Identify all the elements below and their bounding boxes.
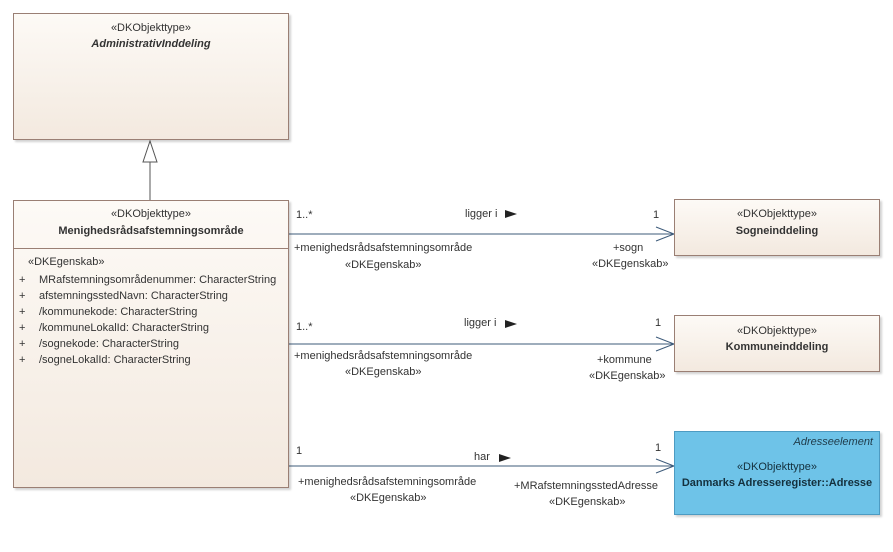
attribute-row[interactable]: + /sogneLokalId: CharacterString: [19, 352, 276, 368]
class-stereotype: «DKObjekttype»: [736, 461, 818, 473]
attribute-row[interactable]: + MRafstemningsområdenummer: CharacterStr…: [19, 272, 276, 288]
attribute-list: + MRafstemningsområdenummer: CharacterStr…: [19, 272, 276, 368]
class-name: Danmarks Adresseregister::Adresse: [681, 477, 873, 489]
attribute-visibility: +: [19, 338, 26, 350]
class-name: Sogneinddeling: [735, 225, 819, 237]
source-role-stereotype: «DKEgenskab»: [345, 366, 422, 378]
attribute-text: /sognekode: CharacterString: [39, 338, 180, 350]
attribute-text: /sogneLokalId: CharacterString: [39, 354, 191, 366]
target-multiplicity: 1: [655, 317, 662, 329]
source-multiplicity: 1: [296, 445, 303, 457]
source-role: +menighedsrådsafstemningsområde: [294, 350, 473, 362]
attribute-row[interactable]: + /kommunekode: CharacterString: [19, 304, 276, 320]
class-name: Kommuneinddeling: [725, 341, 829, 353]
generalization-arrowhead: [142, 139, 158, 163]
class-stereotype: «DKObjekttype»: [736, 208, 818, 220]
class-sogneinddeling[interactable]: «DKObjekttype» Sogneinddeling: [674, 199, 880, 256]
association-label: ligger i: [464, 317, 497, 329]
source-role: +menighedsrådsafstemningsområde: [294, 242, 473, 254]
target-role-stereotype: «DKEgenskab»: [589, 370, 666, 382]
source-role: +menighedsrådsafstemningsområde: [298, 476, 477, 488]
attribute-row[interactable]: + /kommuneLokalId: CharacterString: [19, 320, 276, 336]
class-menighedsraadsafstemningsomraade[interactable]: «DKObjekttype» Menighedsrådsafstemningso…: [13, 200, 289, 488]
attribute-visibility: +: [19, 306, 26, 318]
attribute-row[interactable]: + /sognekode: CharacterString: [19, 336, 276, 352]
source-role-stereotype: «DKEgenskab»: [345, 259, 422, 271]
target-role: +sogn: [613, 242, 644, 254]
compartment-divider: [14, 248, 288, 249]
source-multiplicity: 1..*: [296, 209, 313, 221]
attribute-row[interactable]: + afstemningsstedNavn: CharacterString: [19, 288, 276, 304]
target-multiplicity: 1: [655, 442, 662, 454]
target-role: +MRafstemningsstedAdresse: [514, 480, 658, 492]
class-administrativinddeling[interactable]: «DKObjekttype» AdministrativInddeling: [13, 13, 289, 140]
class-kommuneinddeling[interactable]: «DKObjekttype» Kommuneinddeling: [674, 315, 880, 372]
association-label: har: [474, 451, 490, 463]
attribute-stereotype: «DKEgenskab»: [28, 256, 105, 268]
target-multiplicity: 1: [653, 209, 660, 221]
attribute-text: /kommuneLokalId: CharacterString: [39, 322, 209, 334]
source-multiplicity: 1..*: [296, 321, 313, 333]
direction-triangle-adresse: [499, 454, 511, 462]
direction-triangle-sogn: [505, 210, 517, 218]
direction-triangle-kommune: [505, 320, 517, 328]
source-role-stereotype: «DKEgenskab»: [350, 492, 427, 504]
class-stereotype: «DKObjekttype»: [110, 22, 192, 34]
target-role-stereotype: «DKEgenskab»: [549, 496, 626, 508]
attribute-visibility: +: [19, 322, 26, 334]
attribute-text: MRafstemningsområdenummer: CharacterStri…: [39, 274, 277, 286]
element-tag: Adresseelement: [793, 436, 874, 448]
class-adresse[interactable]: Adresseelement «DKObjekttype» Danmarks A…: [674, 431, 880, 515]
target-role-stereotype: «DKEgenskab»: [592, 258, 669, 270]
association-label: ligger i: [465, 208, 498, 220]
class-stereotype: «DKObjekttype»: [110, 208, 192, 220]
target-role: +kommune: [597, 354, 652, 366]
class-name: Menighedsrådsafstemningsområde: [58, 225, 244, 237]
attribute-text: afstemningsstedNavn: CharacterString: [39, 290, 228, 302]
attribute-visibility: +: [19, 274, 26, 286]
attribute-visibility: +: [19, 354, 26, 366]
class-name: AdministrativInddeling: [91, 38, 211, 50]
class-stereotype: «DKObjekttype»: [736, 325, 818, 337]
attribute-text: /kommunekode: CharacterString: [39, 306, 198, 318]
attribute-visibility: +: [19, 290, 26, 302]
